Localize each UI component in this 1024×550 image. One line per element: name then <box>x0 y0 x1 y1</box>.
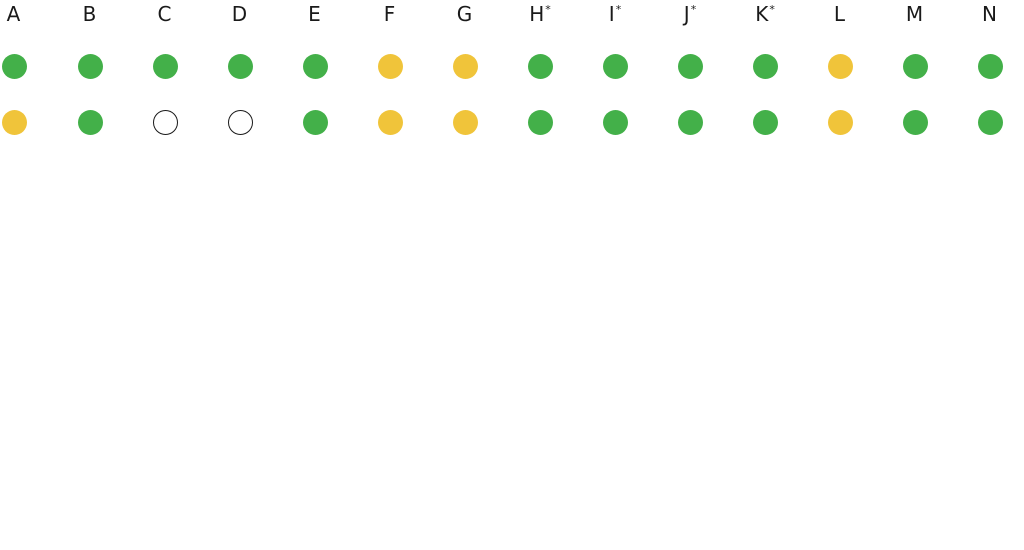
column-header-h: H* <box>520 2 560 26</box>
column-header-a: A <box>0 2 34 26</box>
column-e: E <box>295 0 335 150</box>
column-header-j: J* <box>670 2 710 26</box>
column-header-d: D <box>220 2 260 26</box>
column-header-g: G <box>445 2 485 26</box>
status-dot-yellow <box>378 110 403 135</box>
column-label: I <box>608 2 615 26</box>
status-dot-green <box>603 54 628 79</box>
status-dot-empty <box>228 110 253 135</box>
column-label: B <box>82 2 97 26</box>
status-dot-green <box>303 54 328 79</box>
status-dot-green <box>978 110 1003 135</box>
column-label: A <box>6 2 21 26</box>
column-header-m: M <box>895 2 935 26</box>
column-label: K <box>755 2 769 26</box>
status-dot-green <box>528 54 553 79</box>
column-header-c: C <box>145 2 185 26</box>
column-label: H <box>529 2 545 26</box>
status-dot-yellow <box>378 54 403 79</box>
column-l: L <box>820 0 860 150</box>
status-dot-green <box>78 54 103 79</box>
column-header-l: L <box>820 2 860 26</box>
column-header-k: K* <box>745 2 785 26</box>
column-h: H* <box>520 0 560 150</box>
status-dot-green <box>903 54 928 79</box>
column-header-b: B <box>70 2 110 26</box>
status-dot-green <box>78 110 103 135</box>
status-dot-yellow <box>453 110 478 135</box>
column-header-e: E <box>295 2 335 26</box>
column-label: F <box>383 2 396 26</box>
status-dot-green <box>753 110 778 135</box>
status-dot-empty <box>153 110 178 135</box>
status-dot-green <box>678 110 703 135</box>
footnote-mark: * <box>769 3 775 16</box>
footnote-mark: * <box>545 3 551 16</box>
footnote-mark: * <box>615 3 622 16</box>
column-i: I* <box>595 0 635 150</box>
column-label: C <box>157 2 172 26</box>
column-label: G <box>456 2 473 26</box>
column-c: C <box>145 0 185 150</box>
column-header-f: F <box>370 2 410 26</box>
column-j: J* <box>670 0 710 150</box>
status-dot-green <box>528 110 553 135</box>
column-label: E <box>308 2 321 26</box>
status-dot-matrix: A B C D E F G H* I* <box>0 0 1024 160</box>
footnote-mark: * <box>690 3 697 16</box>
status-dot-yellow <box>828 110 853 135</box>
column-f: F <box>370 0 410 150</box>
column-label: L <box>833 2 846 26</box>
status-dot-yellow <box>2 110 27 135</box>
column-label: M <box>905 2 924 26</box>
column-k: K* <box>745 0 785 150</box>
status-dot-green <box>678 54 703 79</box>
status-dot-green <box>153 54 178 79</box>
column-b: B <box>70 0 110 150</box>
status-dot-yellow <box>828 54 853 79</box>
status-dot-green <box>603 110 628 135</box>
column-label: N <box>982 2 997 26</box>
column-a: A <box>0 0 34 150</box>
status-dot-green <box>303 110 328 135</box>
column-label: D <box>231 2 248 26</box>
column-g: G <box>445 0 485 150</box>
status-dot-yellow <box>453 54 478 79</box>
column-header-n: N <box>970 2 1010 26</box>
status-dot-green <box>2 54 27 79</box>
column-m: M <box>895 0 935 150</box>
column-n: N <box>970 0 1010 150</box>
column-label: J <box>683 2 690 26</box>
status-dot-green <box>978 54 1003 79</box>
status-dot-green <box>228 54 253 79</box>
status-dot-green <box>753 54 778 79</box>
status-dot-green <box>903 110 928 135</box>
column-d: D <box>220 0 260 150</box>
column-header-i: I* <box>595 2 635 26</box>
